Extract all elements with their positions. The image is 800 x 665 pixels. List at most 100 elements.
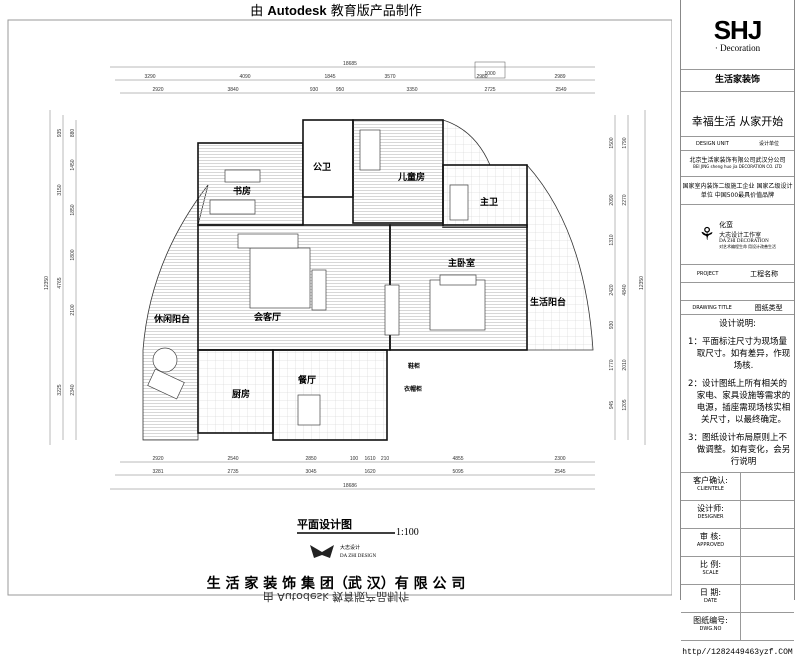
butterfly-logo-icon <box>310 545 334 558</box>
dimension-label: 3225 <box>57 384 63 395</box>
dimension-label: 2850 <box>305 456 316 462</box>
field-label-en: SCALE <box>702 570 719 576</box>
dimension-label: 2920 <box>152 456 163 462</box>
dimension-label: 5095 <box>452 469 463 475</box>
room-label-study: 书房 <box>233 185 251 197</box>
field-label: 审 核:APPROVED <box>681 529 741 556</box>
logo-mark: SHJ <box>713 14 763 45</box>
dimension-label: 880 <box>70 129 76 138</box>
watermark-prefix: 由 <box>250 4 268 19</box>
dimension-label: 3840 <box>227 87 238 93</box>
dimension-label: 12350 <box>44 276 50 290</box>
dimension-label: 945 <box>609 401 615 410</box>
watermark-brand: Autodesk <box>267 3 327 18</box>
label-shoe-cabinet: 鞋柜 <box>408 362 420 370</box>
field-label: 客户确认:CLIENTELE <box>681 473 741 500</box>
website-url[interactable]: http//1282449463yzf.COM <box>682 648 793 657</box>
notes-title: 设计说明: <box>719 319 756 329</box>
watermark-mirrored: 由 Autodesk 教育版产品制作 <box>262 590 410 603</box>
note-1: 1：平面标注尺寸为现场量取尺寸。如有差异，作现场核. <box>688 337 791 371</box>
brand-cn: 生活家装饰 <box>681 70 794 92</box>
field-label-cn: 审 核: <box>699 532 722 541</box>
field-label: 图纸编号:DWG.NO <box>681 613 741 640</box>
dazhi-en: DA ZHI DECORATION <box>719 238 769 244</box>
field-value[interactable] <box>741 501 794 528</box>
room-labels: 书房 公卫 儿童房 主卫 会客厅 主卧室 休闲阳台 生活阳台 厨房 餐厅 鞋柜 … <box>153 162 566 400</box>
dimension-label: 4765 <box>57 277 63 288</box>
field-label-cn: 客户确认: <box>693 476 728 485</box>
field-label-en: CLIENTELE <box>697 486 724 492</box>
qualification: 国家室内装饰二级施工企业 国家乙级设计单位 中国500最具价值品牌 <box>681 177 794 205</box>
dimension-label: 1500 <box>609 137 615 148</box>
dimension-label: 2549 <box>555 87 566 93</box>
dazhi-mark: 化蛮 <box>719 220 734 229</box>
field-label-cn: 比 例: <box>699 560 722 569</box>
field-value[interactable] <box>741 557 794 584</box>
room-label-kitchen: 厨房 <box>232 388 250 400</box>
dimension-lines <box>49 61 646 490</box>
room-label-master-bath: 主卫 <box>480 196 498 208</box>
dimension-label: 1850 <box>70 204 76 215</box>
company-name: 生 活 家 装 饰 集 团（武 汉）有 限 公 司 <box>206 576 466 592</box>
dimension-label: 100 <box>350 456 359 462</box>
note-2: 2：设计图纸上所有相关的家电、家具设施等需求的电源，插座需现场核实相关尺寸，以最… <box>688 379 791 425</box>
dimension-label: 930 <box>609 321 615 330</box>
dimension-label: 1610 <box>364 456 375 462</box>
project-value <box>681 283 794 301</box>
company-cn: 北京生活家装饰有限公司武汉分公司 <box>689 157 786 164</box>
dimension-label: 1450 <box>70 159 76 170</box>
field-row: 图纸编号:DWG.NO <box>681 613 794 641</box>
dimension-label: 2270 <box>622 194 628 205</box>
room-label-service-balcony: 生活阳台 <box>530 296 566 308</box>
dimension-label: 2010 <box>622 359 628 370</box>
logo-sub: · Decoration <box>714 42 761 53</box>
dimension-label: 3350 <box>406 87 417 93</box>
field-row: 设计师:DESIGNER <box>681 501 794 529</box>
plan-scale: 1:100 <box>396 527 419 538</box>
dimension-label: 2735 <box>227 469 238 475</box>
dimension-label: 2340 <box>70 384 76 395</box>
room-label-living: 会客厅 <box>254 311 281 323</box>
field-label: 设计师:DESIGNER <box>681 501 741 528</box>
dimension-label: 2980 <box>476 74 487 80</box>
field-value[interactable] <box>741 473 794 500</box>
dimension-label: 2545 <box>554 469 565 475</box>
dimension-label: 1800 <box>70 249 76 260</box>
field-row: 比 例:SCALE <box>681 557 794 585</box>
company-en: BEI JING sheng huo jia DECORATION CO. LT… <box>693 164 782 169</box>
dimension-label: 1000 <box>484 71 495 77</box>
room-label-master-bed: 主卧室 <box>448 257 475 269</box>
room-label-public-bath: 公卫 <box>313 162 331 173</box>
design-unit-cn: 设计单位 <box>758 141 779 147</box>
dimension-label: 3281 <box>152 469 163 475</box>
field-row: 日 期:DATE <box>681 585 794 613</box>
dimension-label: 2540 <box>227 456 238 462</box>
design-unit-en: DESIGN UNIT <box>696 141 729 147</box>
field-value[interactable] <box>741 613 794 640</box>
plan-title: 平面设计图 <box>297 517 352 531</box>
watermark-suffix: 教育版产品制作 <box>326 4 422 19</box>
field-label-en: APPROVED <box>696 542 725 548</box>
rooms <box>197 119 528 441</box>
dimension-label: 2725 <box>484 87 495 93</box>
drawing-cn: 图纸类型 <box>754 304 783 312</box>
room-label-leisure-balcony: 休闲阳台 <box>153 313 190 325</box>
shj-logo: SHJ· Decoration <box>681 0 794 70</box>
dimension-label: 18685 <box>343 61 357 67</box>
dimension-label: 950 <box>336 87 345 93</box>
dimension-label: 18686 <box>343 483 357 489</box>
dimension-label: 2420 <box>609 284 615 295</box>
room-label-dining: 餐厅 <box>297 374 316 386</box>
butterfly-icon: ⚘ <box>698 224 716 244</box>
dimension-label: 930 <box>310 87 319 93</box>
field-value[interactable] <box>741 529 794 556</box>
field-value[interactable] <box>741 585 794 612</box>
design-logo-cn: 大志设计 <box>340 544 360 551</box>
dazhi-cn: 大志设计工作室 <box>719 232 762 239</box>
title-block: SHJ· Decoration 生活家装饰 幸福生活 从家开始 DESIGN U… <box>680 0 795 657</box>
